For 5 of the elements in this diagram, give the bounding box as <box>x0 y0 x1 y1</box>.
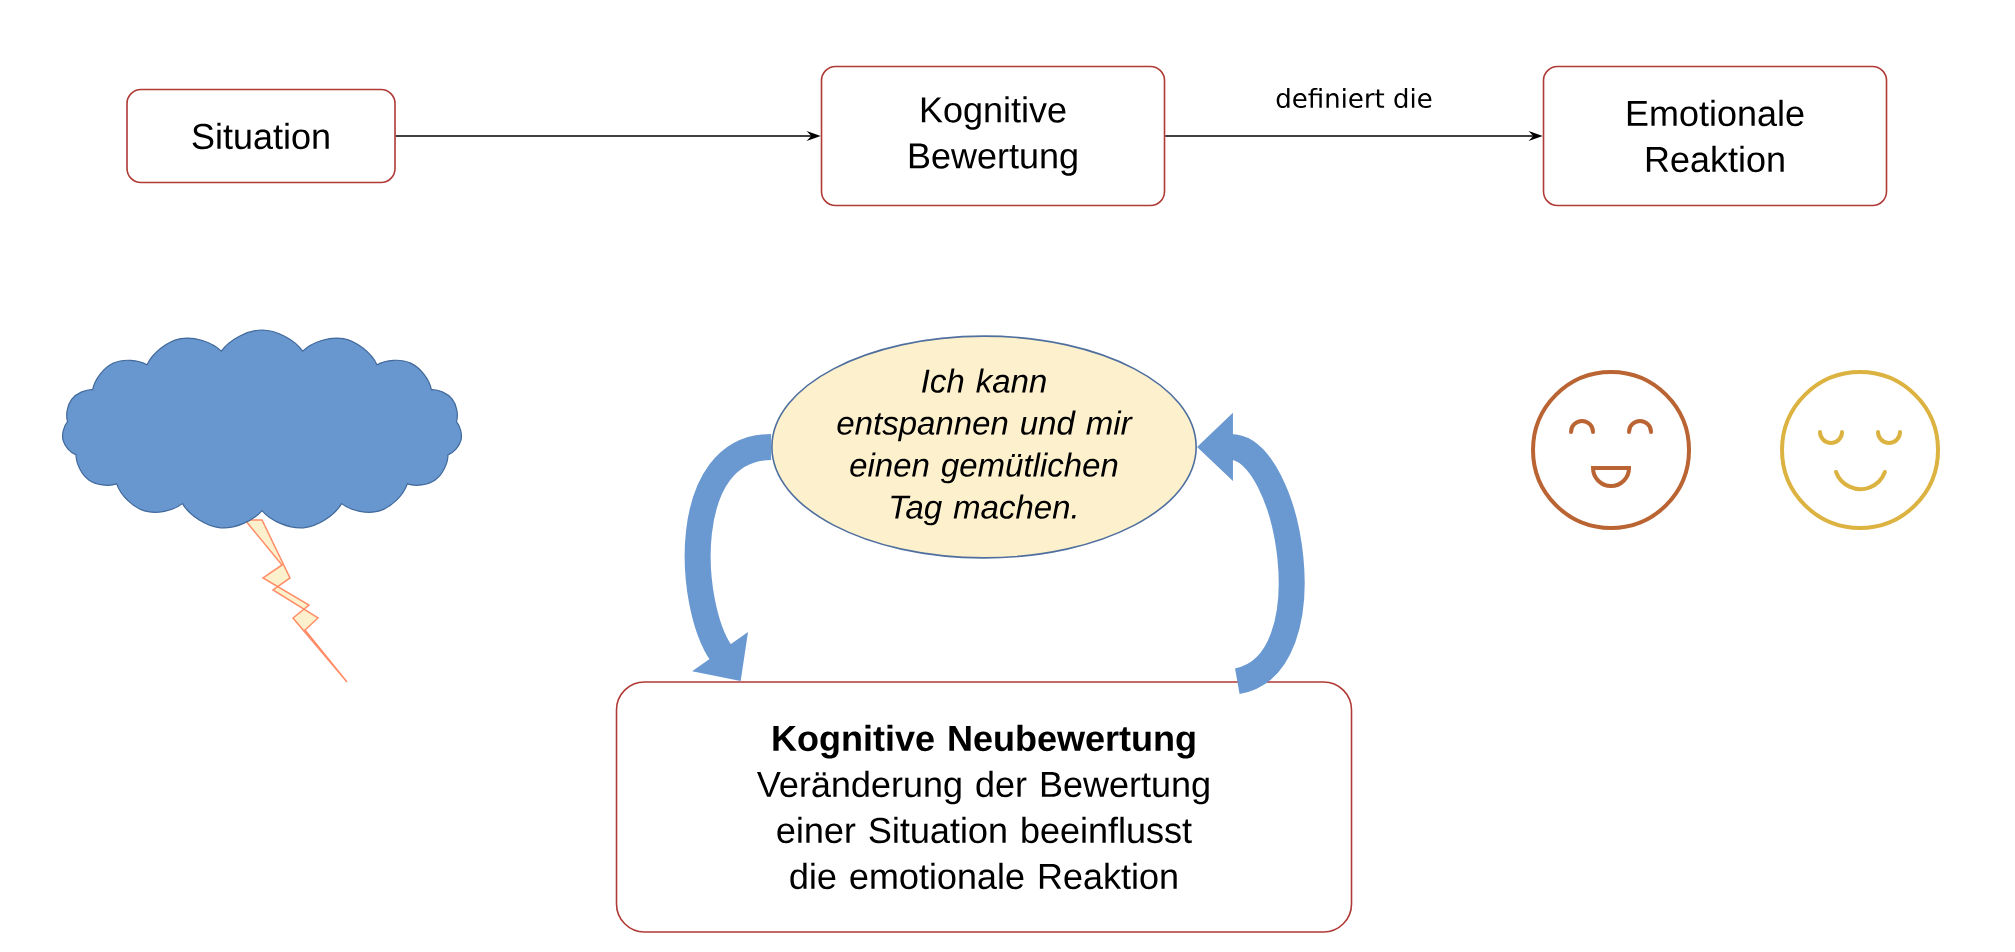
edge-label: definiert die <box>1276 87 1432 109</box>
process-box: Kognitive Neubewertung Veränderung der Bewertung einer Situation beeinflusst die emotionale Reaktion <box>615 681 1353 933</box>
process-box: Kognitive Bewertung <box>820 65 1166 207</box>
process-box: Situation <box>126 88 396 184</box>
process-box: Emotionale Reaktion <box>1542 65 1888 207</box>
